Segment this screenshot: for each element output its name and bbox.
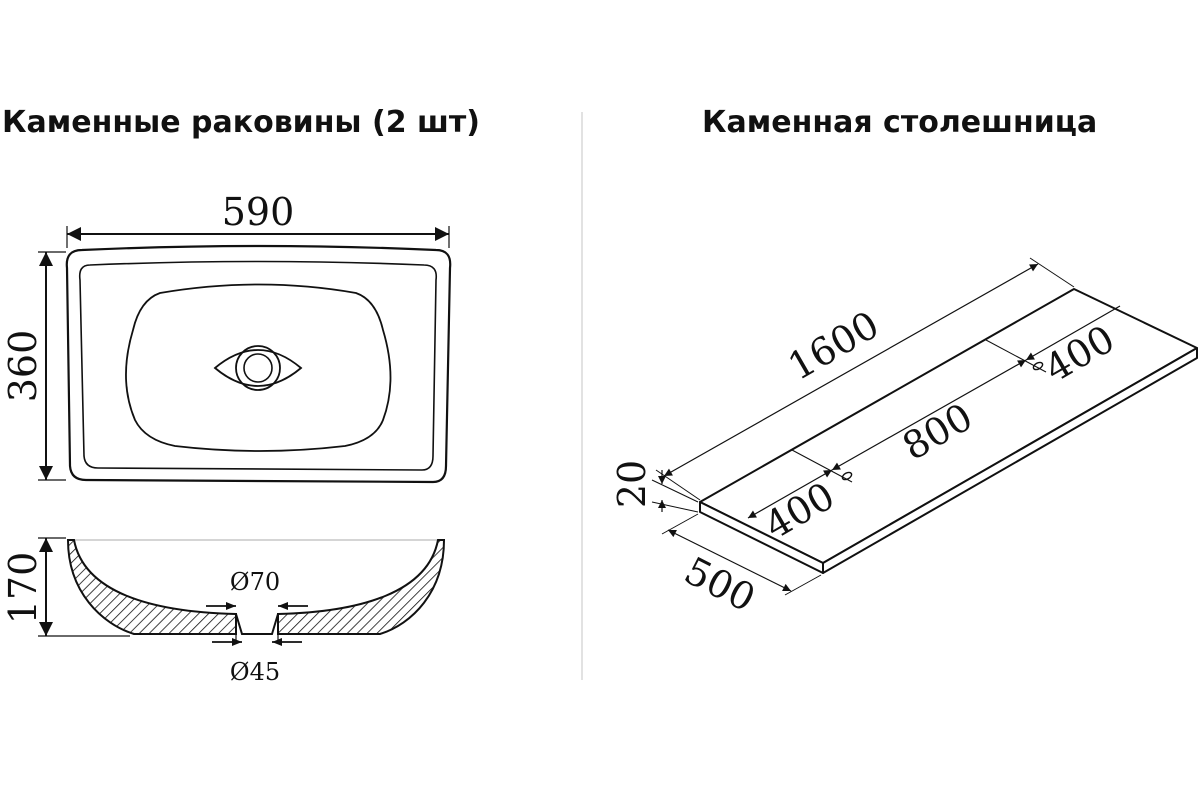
sink-inner-rim (78, 260, 438, 471)
sinks-heading: Каменные раковины (2 шт) (2, 105, 480, 140)
drain-outer-ring (235, 345, 281, 391)
countertop-width-label: 500 (678, 548, 763, 620)
drain-inner-label: Ø45 (230, 658, 280, 686)
sink-top-view (65, 244, 452, 484)
countertop-thickness-dimension (651, 470, 699, 513)
sink-depth-label: 360 (1, 330, 45, 403)
countertop-width-dimension (661, 513, 822, 596)
hole-spacing-dimensions (747, 305, 1121, 519)
drain-overflow-eye (213, 349, 303, 387)
sink-width-label: 590 (222, 190, 295, 234)
sink-basin-outline (125, 283, 392, 452)
sink-outer-rim (65, 244, 452, 484)
sink-section-view (66, 539, 446, 642)
sink-height-label: 170 (1, 552, 45, 625)
sink-depth-dimension (38, 251, 66, 481)
drain-inner-ring (243, 353, 273, 383)
drain-outer-label: Ø70 (230, 568, 280, 596)
countertop-heading: Каменная столешница (702, 105, 1098, 140)
countertop-thickness-label: 20 (610, 460, 654, 508)
sink-height-dimension (38, 537, 130, 637)
sink-wall-section-left (66, 539, 237, 635)
countertop-length-label: 1600 (781, 303, 887, 389)
sink-width-dimension (66, 226, 450, 248)
drain-outlet (235, 613, 279, 635)
sink-wall-section-right (277, 539, 446, 635)
